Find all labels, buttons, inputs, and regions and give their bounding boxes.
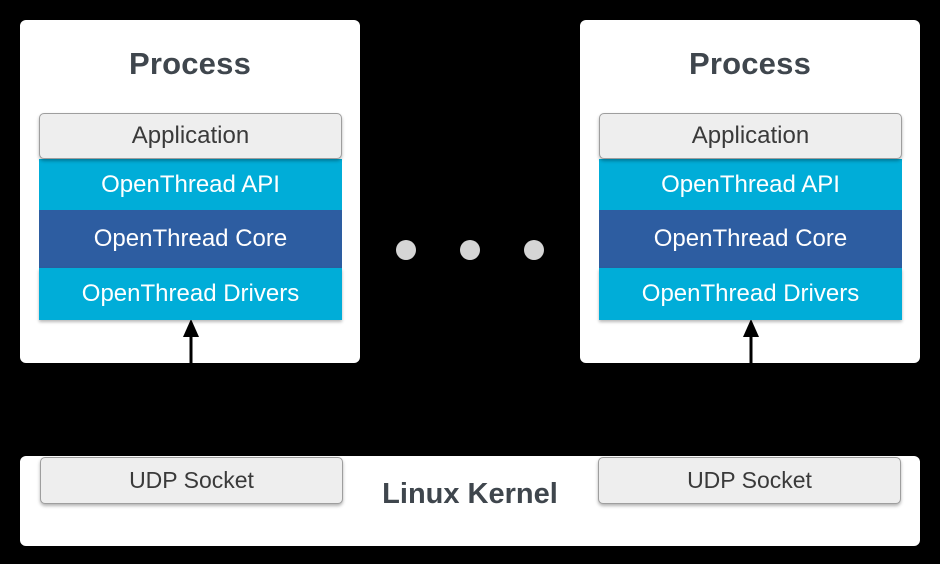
- ellipsis-dot-icon: [396, 240, 416, 260]
- arrow-up-icon-left: [183, 319, 199, 363]
- layer-openthread-api-right: OpenThread API: [599, 159, 902, 210]
- process-title-left: Process: [128, 46, 252, 81]
- arrow-up-icon-right: [743, 319, 759, 363]
- process-title-right: Process: [688, 46, 812, 81]
- linux-kernel-band: Linux Kernel UDP Socket UDP Socket: [20, 456, 920, 546]
- layer-openthread-drivers-left: OpenThread Drivers: [39, 268, 342, 320]
- ellipsis-dot-icon: [460, 240, 480, 260]
- ellipsis-more-processes: [396, 240, 544, 260]
- layer-openthread-core-left: OpenThread Core: [39, 210, 342, 268]
- layer-openthread-api-left: OpenThread API: [39, 159, 342, 210]
- layer-openthread-drivers-right: OpenThread Drivers: [599, 268, 902, 320]
- udp-socket-box-left: UDP Socket: [40, 457, 343, 504]
- layer-application-right: Application: [599, 113, 902, 159]
- linux-kernel-label: Linux Kernel: [382, 478, 558, 510]
- process-card-left: Process Application OpenThread API OpenT…: [20, 20, 360, 363]
- process-card-right: Process Application OpenThread API OpenT…: [580, 20, 920, 363]
- layer-application-left: Application: [39, 113, 342, 159]
- layer-stack-left: Application OpenThread API OpenThread Co…: [39, 113, 342, 320]
- udp-socket-box-right: UDP Socket: [598, 457, 901, 504]
- layer-stack-right: Application OpenThread API OpenThread Co…: [599, 113, 902, 320]
- layer-openthread-core-right: OpenThread Core: [599, 210, 902, 268]
- ellipsis-dot-icon: [524, 240, 544, 260]
